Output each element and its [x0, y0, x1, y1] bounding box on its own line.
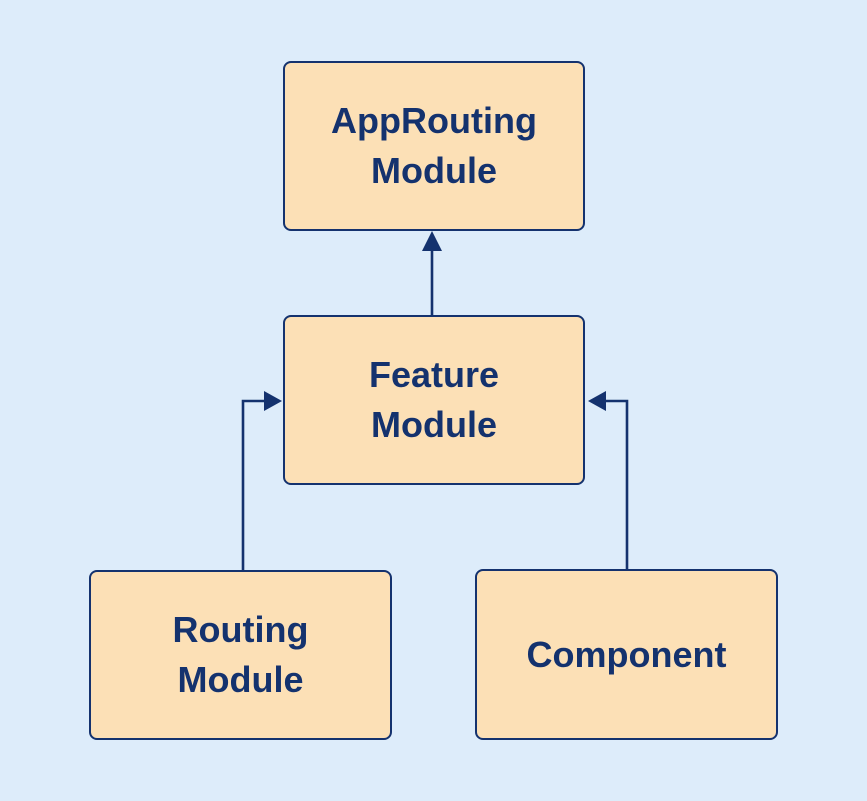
node-label-line: Component: [526, 633, 727, 675]
edge-component-to-feature: [588, 391, 629, 569]
node-label-line: Module: [177, 659, 304, 700]
node-feature-module: Feature Module: [283, 315, 585, 485]
arrowhead-right-icon: [264, 391, 282, 411]
arrowhead-up-icon: [422, 231, 442, 251]
node-label-line: Feature: [368, 354, 500, 396]
edge-routing-to-feature: [241, 391, 282, 570]
node-label-line: AppRouting: [331, 100, 537, 142]
node-routing-module: Routing Module: [89, 570, 392, 740]
node-label-line: Module: [371, 404, 497, 445]
arrowhead-left-icon: [588, 391, 606, 411]
node-label-line: Routing: [172, 609, 309, 651]
node-approuting-module: AppRouting Module: [283, 61, 585, 231]
node-label-line: Module: [371, 150, 497, 191]
edge-feature-to-approuting: [422, 231, 442, 315]
node-component: Component: [475, 569, 778, 740]
